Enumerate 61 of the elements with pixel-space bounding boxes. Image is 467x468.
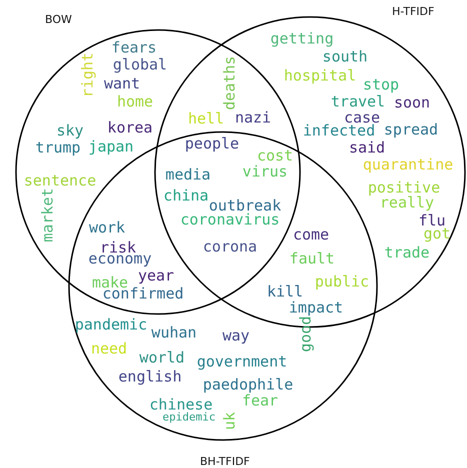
cloud-word: hospital: [284, 68, 356, 84]
cloud-word: right: [80, 52, 96, 98]
cloud-word: work: [88, 220, 126, 236]
cloud-word: south: [322, 50, 368, 64]
cloud-word: public: [314, 274, 370, 290]
cloud-word: fault: [289, 252, 335, 266]
cloud-word: case: [344, 110, 380, 126]
cloud-word: outbreak: [208, 198, 282, 214]
cloud-word: kill: [266, 284, 304, 300]
cloud-word: come: [292, 228, 330, 242]
cloud-word: quarantine: [362, 158, 454, 172]
cloud-word: virus: [242, 164, 288, 180]
cloud-word: trade: [384, 246, 430, 260]
set-label: BH-TFIDF: [200, 455, 250, 468]
cloud-word: stop: [362, 78, 400, 92]
cloud-word: cost: [256, 148, 294, 164]
cloud-word: japan: [88, 140, 134, 154]
cloud-word: coronavirus: [180, 212, 280, 228]
cloud-word: spread: [384, 122, 438, 138]
cloud-word: infected: [302, 124, 376, 138]
cloud-word: hell: [188, 112, 224, 126]
cloud-word: wuhan: [151, 326, 197, 340]
cloud-word: flu: [418, 214, 446, 228]
cloud-word: fears: [111, 40, 157, 56]
cloud-word: way: [222, 328, 250, 344]
cloud-word: paedophile: [202, 378, 294, 392]
cloud-word: got: [423, 226, 451, 242]
cloud-word: deaths: [222, 56, 238, 110]
cloud-word: sky: [56, 124, 84, 138]
cloud-word: good: [298, 316, 314, 352]
cloud-word: china: [163, 188, 209, 204]
cloud-word: getting: [270, 32, 334, 46]
cloud-word: global: [112, 58, 168, 72]
cloud-word: really: [380, 196, 434, 210]
cloud-word: need: [90, 342, 128, 356]
cloud-word: pandemic: [74, 318, 148, 332]
cloud-word: year: [138, 268, 174, 284]
cloud-word: people: [184, 136, 240, 152]
cloud-word: said: [348, 140, 386, 156]
cloud-word: media: [165, 168, 211, 182]
cloud-word: corona: [202, 240, 258, 254]
cloud-word: epidemic: [162, 412, 216, 422]
cloud-word: sentence: [24, 174, 96, 188]
cloud-word: english: [118, 370, 182, 384]
cloud-word: chinese: [149, 398, 213, 412]
cloud-word: trump: [35, 140, 81, 156]
cloud-word: korea: [107, 120, 153, 136]
cloud-word: want: [104, 76, 140, 92]
cloud-word: government: [196, 354, 288, 370]
cloud-word: positive: [368, 180, 440, 196]
cloud-word: nazi: [234, 110, 272, 126]
cloud-word: soon: [394, 96, 430, 110]
cloud-word: impact: [288, 300, 344, 316]
cloud-word: home: [116, 94, 154, 110]
set-label: H-TFIDF: [392, 5, 434, 18]
cloud-word: travel: [330, 94, 386, 110]
cloud-word: uk: [222, 412, 238, 430]
cloud-word: world: [139, 350, 185, 366]
cloud-word: fear: [242, 394, 278, 408]
set-label: BOW: [45, 13, 72, 26]
cloud-word: market: [40, 188, 56, 242]
